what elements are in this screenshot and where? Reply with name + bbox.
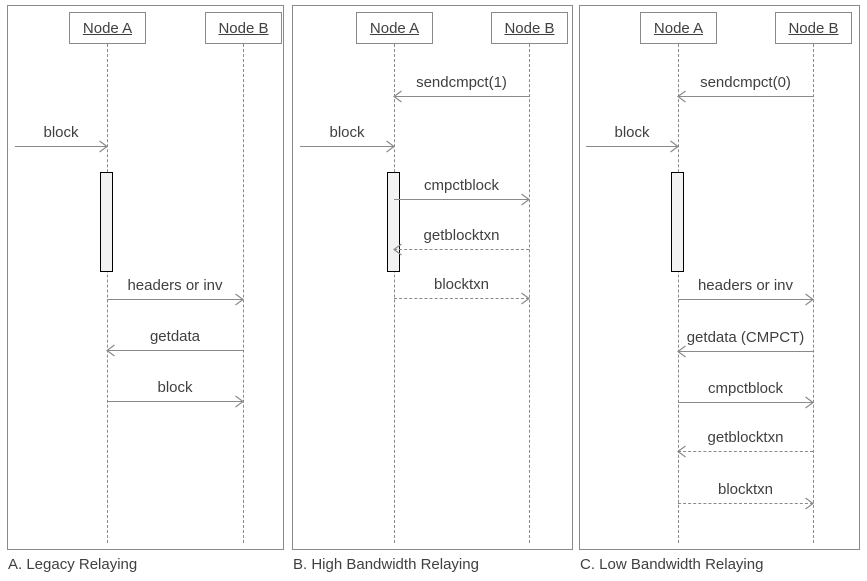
message-label: block xyxy=(329,124,365,141)
actor-box-node-b: Node B xyxy=(775,12,852,44)
message-line xyxy=(15,146,107,147)
message-line xyxy=(678,503,813,504)
message-headers-or-inv: headers or inv xyxy=(678,274,814,306)
message-getdata: getdata xyxy=(106,325,243,357)
lifeline-node-a xyxy=(394,44,395,543)
message-block-in: block xyxy=(586,121,679,153)
message-line xyxy=(107,350,243,351)
lifeline-node-a xyxy=(678,44,679,543)
arrowhead-right-icon xyxy=(99,140,108,153)
arrowhead-right-icon xyxy=(235,395,244,408)
message-label: cmpctblock xyxy=(423,177,500,194)
actor-box-node-a: Node A xyxy=(356,12,433,44)
message-headers-or-inv: headers or inv xyxy=(107,274,244,306)
message-block-relay: block xyxy=(107,376,244,408)
message-label: cmpctblock xyxy=(707,380,784,397)
actor-label: Node B xyxy=(218,19,269,37)
arrowhead-left-icon xyxy=(677,445,686,458)
actor-box-node-a: Node A xyxy=(69,12,146,44)
message-label: sendcmpct(0) xyxy=(700,74,791,91)
panel-high-bandwidth-relaying xyxy=(292,5,573,550)
message-line xyxy=(586,146,678,147)
arrowhead-right-icon xyxy=(805,396,814,409)
message-block-in: block xyxy=(15,121,108,153)
caption-low-bandwidth-relaying: C. Low Bandwidth Relaying xyxy=(580,556,764,573)
arrowhead-left-icon xyxy=(106,344,115,357)
message-line xyxy=(107,401,243,402)
message-label: getblocktxn xyxy=(707,429,784,446)
message-getblocktxn: getblocktxn xyxy=(393,224,529,256)
arrowhead-right-icon xyxy=(521,193,530,206)
lifeline-node-a xyxy=(107,44,108,543)
actor-label: Node A xyxy=(82,19,133,37)
message-blocktxn: blocktxn xyxy=(394,273,530,305)
message-label: getdata (CMPCT) xyxy=(686,329,805,346)
actor-label: Node A xyxy=(369,19,420,37)
message-getdata-cmpct: getdata (CMPCT) xyxy=(677,326,813,358)
message-cmpctblock: cmpctblock xyxy=(678,377,814,409)
message-label: block xyxy=(157,379,193,396)
lifeline-node-b xyxy=(813,44,814,543)
message-getblocktxn: getblocktxn xyxy=(677,426,813,458)
message-label: block xyxy=(43,124,79,141)
activation-bar xyxy=(100,172,113,272)
caption-legacy-relaying: A. Legacy Relaying xyxy=(8,556,138,573)
message-block-in: block xyxy=(300,121,395,153)
arrowhead-right-icon xyxy=(670,140,679,153)
message-line xyxy=(107,299,243,300)
arrowhead-right-icon xyxy=(805,293,814,306)
actor-label: Node B xyxy=(788,19,839,37)
panel-legacy-relaying xyxy=(7,5,284,550)
message-line xyxy=(678,451,813,452)
arrowhead-right-icon xyxy=(235,293,244,306)
message-label: block xyxy=(614,124,650,141)
message-label: sendcmpct(1) xyxy=(416,74,507,91)
actor-box-node-b: Node B xyxy=(205,12,282,44)
message-line xyxy=(678,96,813,97)
message-label: headers or inv xyxy=(697,277,794,294)
lifeline-node-b xyxy=(529,44,530,543)
message-line xyxy=(394,249,529,250)
actor-label: Node A xyxy=(653,19,704,37)
message-line xyxy=(678,299,813,300)
arrowhead-left-icon xyxy=(393,243,402,256)
message-line xyxy=(300,146,394,147)
message-label: blocktxn xyxy=(433,276,490,293)
actor-box-node-b: Node B xyxy=(491,12,568,44)
message-line xyxy=(394,96,529,97)
message-label: getblocktxn xyxy=(423,227,500,244)
actor-label: Node B xyxy=(504,19,555,37)
message-line xyxy=(394,199,529,200)
actor-box-node-a: Node A xyxy=(640,12,717,44)
arrowhead-right-icon xyxy=(386,140,395,153)
message-line xyxy=(678,351,813,352)
caption-high-bandwidth-relaying: B. High Bandwidth Relaying xyxy=(293,556,479,573)
arrowhead-right-icon xyxy=(521,292,530,305)
message-label: getdata xyxy=(149,328,201,345)
message-sendcmpct-1: sendcmpct(1) xyxy=(393,71,529,103)
message-sendcmpct-0: sendcmpct(0) xyxy=(677,71,813,103)
message-label: headers or inv xyxy=(127,277,223,294)
arrowhead-right-icon xyxy=(805,497,814,510)
arrowhead-left-icon xyxy=(677,90,686,103)
arrowhead-left-icon xyxy=(393,90,402,103)
message-label: blocktxn xyxy=(717,481,774,498)
message-blocktxn: blocktxn xyxy=(678,478,814,510)
message-line xyxy=(678,402,813,403)
message-cmpctblock: cmpctblock xyxy=(394,174,530,206)
arrowhead-left-icon xyxy=(677,345,686,358)
lifeline-node-b xyxy=(243,44,244,543)
message-line xyxy=(394,298,529,299)
activation-bar xyxy=(671,172,684,272)
